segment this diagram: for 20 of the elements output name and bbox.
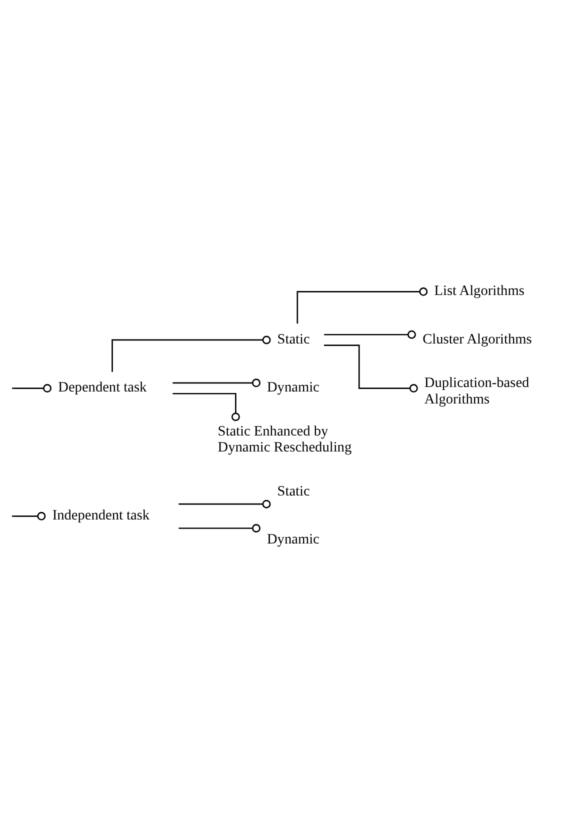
connector	[172, 378, 260, 388]
connector	[112, 336, 271, 372]
node-text: Dynamic	[266, 532, 320, 548]
node-text: Dependent task	[58, 380, 147, 396]
connector	[172, 392, 240, 422]
node-text: Duplication-based Algorithms	[424, 375, 530, 408]
connector	[324, 344, 418, 393]
node-text: Static Enhanced by Dynamic Rescheduling	[218, 424, 352, 456]
connector	[178, 500, 271, 508]
node-text: Static	[277, 331, 310, 348]
node-text: Independent task	[52, 508, 150, 524]
node-text: Cluster Algorithms	[422, 331, 532, 348]
connector	[13, 516, 38, 517]
connector	[178, 524, 260, 532]
node-text: List Algorithms	[434, 283, 524, 300]
node-text: Static	[277, 483, 310, 500]
node-text: Dynamic	[266, 380, 320, 396]
connector	[296, 287, 428, 324]
connector	[13, 388, 44, 389]
connector	[324, 330, 416, 339]
